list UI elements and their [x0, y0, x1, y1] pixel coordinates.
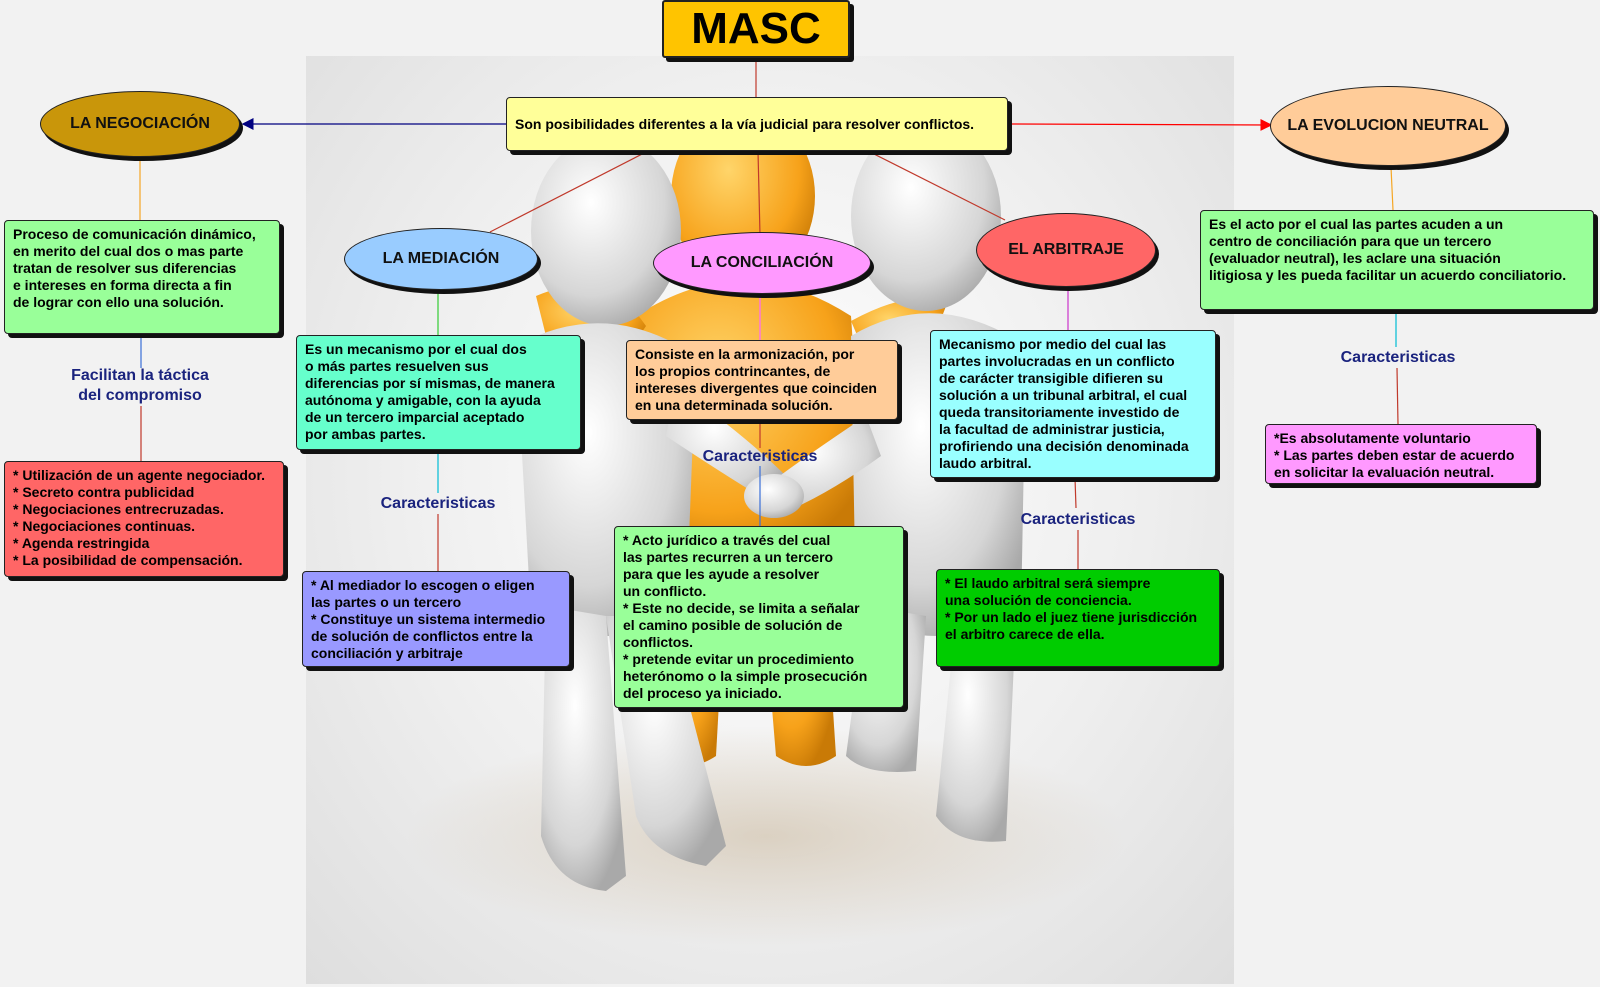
- conciliacion-description: Consiste en la armonización, por los pro…: [626, 340, 898, 420]
- definition-box: Son posibilidades diferentes a la vía ju…: [506, 97, 1008, 151]
- arbitraje-link-label: Caracteristicas: [1020, 511, 1136, 528]
- node-mediacion: LA MEDIACIÓN: [344, 228, 538, 290]
- mediacion-link-label: Caracteristicas: [380, 495, 496, 512]
- evolucion-link-label: Caracteristicas: [1340, 349, 1456, 366]
- negociacion-description: Proceso de comunicación dinámico, en mer…: [4, 220, 280, 334]
- negociacion-features: * Utilización de un agente negociador. *…: [4, 461, 284, 577]
- conciliacion-features: * Acto jurídico a través del cual las pa…: [614, 526, 904, 708]
- mediacion-features: * Al mediador lo escogen o eligen las pa…: [302, 571, 570, 667]
- arbitraje-features: * El laudo arbitral será siempre una sol…: [936, 569, 1220, 667]
- title-box: MASC: [662, 0, 850, 58]
- evolucion-description: Es el acto por el cual las partes acuden…: [1200, 210, 1594, 310]
- node-conciliacion: LA CONCILIACIÓN: [653, 232, 871, 294]
- evolucion-features: *Es absolutamente voluntario * Las parte…: [1265, 424, 1537, 484]
- node-evolucion: LA EVOLUCION NEUTRAL: [1270, 86, 1506, 166]
- negociacion-link-label: Facilitan la táctica del compromiso: [71, 367, 209, 404]
- node-negociacion: LA NEGOCIACIÓN: [40, 91, 240, 157]
- arbitraje-description: Mecanismo por medio del cual las partes …: [930, 330, 1216, 478]
- conciliacion-link-label: Caracteristicas: [702, 448, 818, 465]
- mediacion-description: Es un mecanismo por el cual dos o más pa…: [296, 335, 581, 450]
- node-arbitraje: EL ARBITRAJE: [976, 213, 1156, 287]
